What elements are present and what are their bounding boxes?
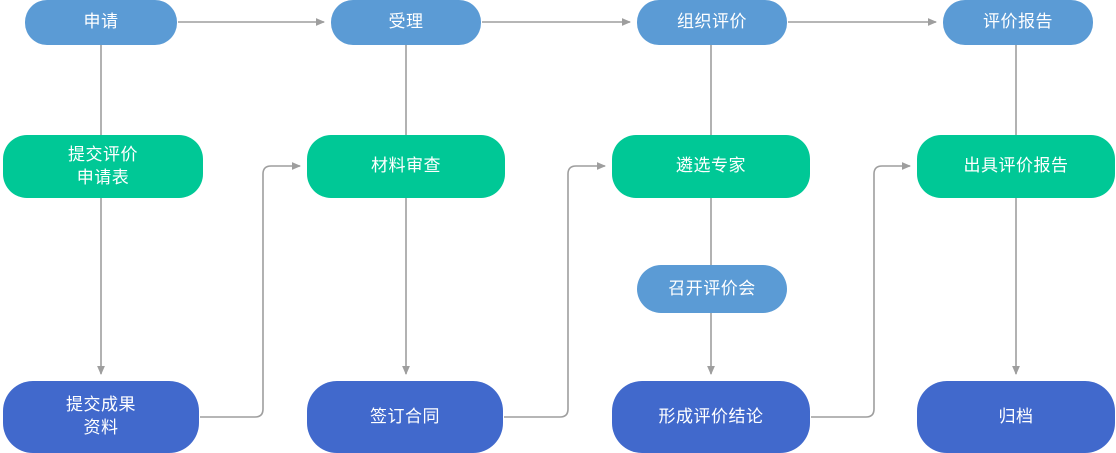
node-form-evaluation-conclusion[interactable]: 形成评价结论 [612,381,810,453]
node-hold-evaluation-meeting-label: 召开评价会 [668,278,756,298]
node-apply-label: 申请 [83,12,119,32]
node-evaluation-report[interactable]: 评价报告 [943,0,1093,45]
node-submit-achievement-materials[interactable]: 提交成果 资料 [3,381,199,453]
node-select-experts-label: 遴选专家 [676,156,746,176]
node-submit-achievement-materials-label: 提交成果 资料 [66,395,136,437]
edge-submit-results-to-material-review [200,162,301,418]
node-material-review-label: 材料审查 [371,156,441,176]
node-issue-evaluation-report-label: 出具评价报告 [963,156,1069,176]
node-sign-contract-label: 签订合同 [370,406,440,426]
node-material-review[interactable]: 材料审查 [307,135,505,198]
node-select-experts[interactable]: 遴选专家 [612,135,810,198]
node-submit-application-form-label: 提交评价 申请表 [68,144,138,187]
node-submit-application-form[interactable]: 提交评价 申请表 [3,135,203,198]
node-archive[interactable]: 归档 [917,381,1115,453]
node-form-evaluation-conclusion-label: 形成评价结论 [658,406,764,426]
node-accept-label: 受理 [388,12,424,32]
edge-contract-to-select-experts [504,162,606,418]
node-sign-contract[interactable]: 签订合同 [307,381,503,453]
node-archive-label: 归档 [998,406,1034,426]
node-organize-evaluation-label: 组织评价 [677,12,747,32]
node-apply[interactable]: 申请 [25,0,177,45]
node-issue-evaluation-report[interactable]: 出具评价报告 [917,135,1115,198]
node-evaluation-report-label: 评价报告 [983,12,1053,32]
node-accept[interactable]: 受理 [331,0,481,45]
edge-conclusion-to-issue-report [811,162,911,418]
node-organize-evaluation[interactable]: 组织评价 [637,0,787,45]
node-hold-evaluation-meeting[interactable]: 召开评价会 [637,265,787,313]
